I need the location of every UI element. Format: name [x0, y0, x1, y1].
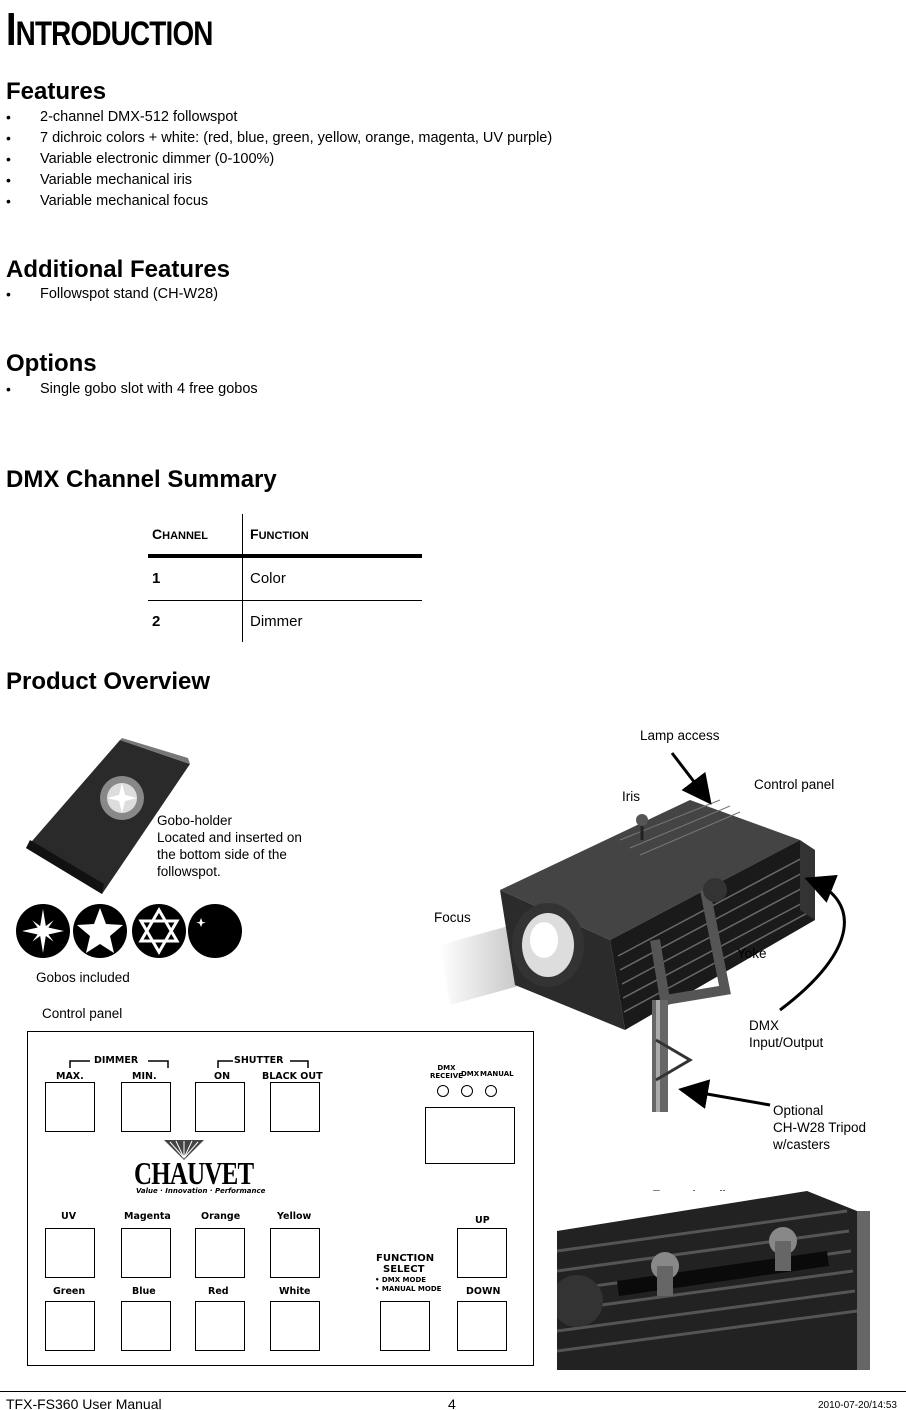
table-row: 1 Color: [148, 558, 422, 600]
mode-list: • DMX MODE • MANUAL MODE: [375, 1276, 442, 1293]
followspot-image: [440, 799, 815, 1112]
table-header-row: CHANNEL FUNCTION: [148, 514, 422, 558]
orange-button[interactable]: [195, 1228, 245, 1278]
group-brackets: [69, 1060, 309, 1068]
white-label: White: [279, 1286, 311, 1297]
list-item: 2-channel DMX-512 followspot: [6, 107, 552, 128]
footer-timestamp: 2010-07-20/14:53: [818, 1400, 897, 1410]
additional-features-heading: Additional Features: [6, 256, 231, 283]
dmx-summary-heading: DMX Channel Summary: [6, 466, 277, 493]
red-button[interactable]: [195, 1301, 245, 1351]
function-select-label: FUNCTION SELECT: [376, 1253, 435, 1275]
black-out-label: BLACK OUT: [262, 1071, 323, 1082]
page-heading: INTRODUCTION: [6, 3, 213, 55]
uv-label: UV: [61, 1211, 77, 1222]
dmx-channel-table: CHANNEL FUNCTION 1 Color 2 Dimmer: [148, 514, 422, 642]
additional-features-list: Followspot stand (CH-W28): [6, 284, 218, 305]
dmx-io-label: DMX Input/Output: [749, 1018, 824, 1050]
chauvet-logo: CHAUVET: [134, 1155, 254, 1191]
white-button[interactable]: [270, 1301, 320, 1351]
manual-indicator-label: MANUAL: [480, 1070, 514, 1078]
dmx-receive-led: [437, 1085, 449, 1097]
chauvet-logo-mark: [164, 1140, 204, 1160]
up-button[interactable]: [457, 1228, 507, 1278]
channel-column-header: CHANNEL: [152, 526, 208, 542]
up-label: UP: [475, 1215, 490, 1226]
dmx-indicator-label: DMX: [461, 1070, 480, 1078]
on-button[interactable]: [195, 1082, 245, 1132]
control-panel-top-label: Control panel: [754, 777, 835, 792]
focus-label: Focus: [434, 910, 471, 925]
down-button[interactable]: [457, 1301, 507, 1351]
table-row: 2 Dimmer: [148, 600, 422, 642]
list-item: 7 dichroic colors + white: (red, blue, g…: [6, 128, 552, 149]
features-heading: Features: [6, 78, 107, 105]
page-number: 4: [448, 1396, 456, 1410]
chauvet-tagline: Value · Innovation · Performance: [136, 1187, 266, 1195]
gobo-holder-label: Gobo-holder Located and inserted on the …: [157, 813, 302, 879]
shutter-group-label: SHUTTER: [234, 1055, 284, 1066]
function-select-button[interactable]: [380, 1301, 430, 1351]
black-out-button[interactable]: [270, 1082, 320, 1132]
function-cell: Color: [250, 570, 286, 587]
magenta-label: Magenta: [124, 1211, 171, 1222]
channel-cell: 1: [152, 570, 161, 587]
on-label: ON: [214, 1071, 231, 1082]
display-window: [425, 1107, 515, 1164]
table-divider: [242, 514, 243, 642]
list-item: Followspot stand (CH-W28): [6, 284, 218, 305]
green-label: Green: [53, 1286, 86, 1297]
gobos-included-label: Gobos included: [36, 970, 130, 985]
blue-label: Blue: [132, 1286, 156, 1297]
footer-title: TFX-FS360 User Manual: [6, 1396, 162, 1410]
footer-rule: [0, 1391, 906, 1392]
blue-button[interactable]: [121, 1301, 171, 1351]
options-list: Single gobo slot with 4 free gobos: [6, 379, 258, 400]
lamp-access-label: Lamp access: [640, 728, 720, 743]
orange-label: Orange: [201, 1211, 241, 1222]
dimmer-group-label: DIMMER: [94, 1055, 139, 1066]
iris-label: Iris: [622, 789, 640, 804]
uv-button[interactable]: [45, 1228, 95, 1278]
tripod-label: Optional CH-W28 Tripod w/casters: [773, 1103, 867, 1152]
max-label: MAX.: [56, 1071, 84, 1082]
down-label: DOWN: [466, 1286, 501, 1297]
list-item: Variable electronic dimmer (0-100%): [6, 149, 552, 170]
features-list: 2-channel DMX-512 followspot 7 dichroic …: [6, 107, 552, 212]
function-cell: Dimmer: [250, 613, 303, 630]
min-button[interactable]: [121, 1082, 171, 1132]
gobos-image: [16, 904, 242, 958]
product-overview-heading: Product Overview: [6, 668, 211, 695]
list-item: Variable mechanical iris: [6, 170, 552, 191]
dmx-led: [461, 1085, 473, 1097]
control-panel-diagram: DIMMER SHUTTER MAX. MIN. ON BLACK OUT DM…: [27, 1031, 534, 1366]
control-panel-label: Control panel: [42, 1006, 123, 1021]
options-heading: Options: [6, 350, 97, 377]
green-button[interactable]: [45, 1301, 95, 1351]
channel-cell: 2: [152, 613, 161, 630]
yellow-button[interactable]: [270, 1228, 320, 1278]
min-label: MIN.: [132, 1071, 157, 1082]
list-item: Variable mechanical focus: [6, 191, 552, 212]
focus-handles-image: [557, 1191, 870, 1370]
yoke-label: Yoke: [737, 946, 767, 961]
gobo-holder-image: [26, 738, 190, 894]
list-item: Single gobo slot with 4 free gobos: [6, 379, 258, 400]
magenta-button[interactable]: [121, 1228, 171, 1278]
red-label: Red: [208, 1286, 229, 1297]
manual-led: [485, 1085, 497, 1097]
yellow-label: Yellow: [277, 1211, 312, 1222]
max-button[interactable]: [45, 1082, 95, 1132]
function-column-header: FUNCTION: [250, 526, 309, 542]
